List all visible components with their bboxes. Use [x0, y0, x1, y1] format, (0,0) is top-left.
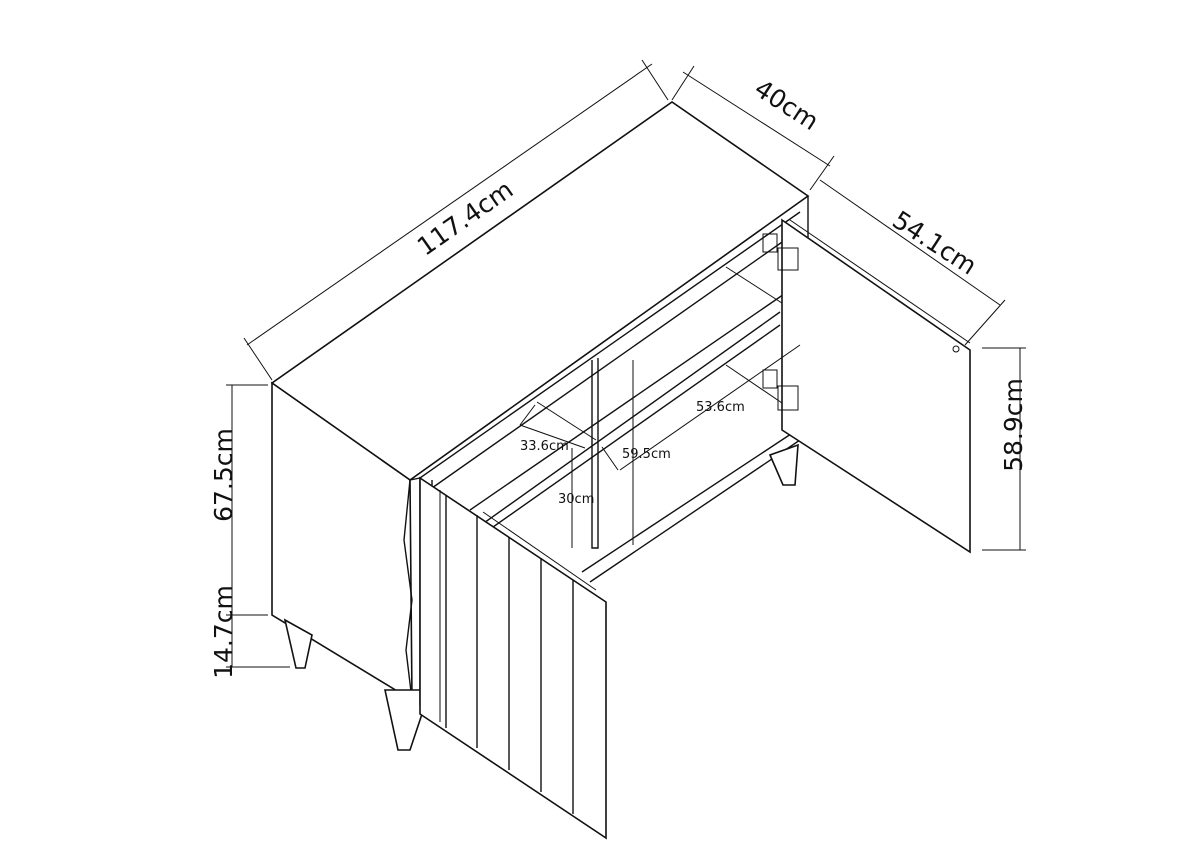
- left-side-wave-edge: [403, 479, 413, 701]
- leg-back-left: [283, 618, 313, 669]
- right-door: [781, 218, 971, 554]
- left-door: [419, 476, 607, 840]
- leg-front-left: [384, 689, 432, 751]
- leg-back-right: [768, 443, 799, 486]
- leg-height-label: 14.7cm: [209, 585, 238, 679]
- door-knob-icon: [952, 345, 960, 353]
- shelf-gap-label: 30cm: [558, 492, 594, 507]
- cabinet-top: [270, 101, 810, 481]
- door-height-label: 58.9cm: [999, 378, 1028, 472]
- dimension-lines: [226, 59, 1026, 668]
- interior-width-label: 53.6cm: [696, 400, 745, 415]
- depth-open-door-label: 54.1cm: [887, 205, 981, 280]
- body-height-label: 67.5cm: [209, 428, 238, 522]
- hinge-icon: [762, 233, 799, 411]
- shelf-depth-label: 33.6cm: [520, 439, 569, 454]
- interior-height-label: 59.5cm: [622, 447, 671, 462]
- depth-top-label: 40cm: [749, 74, 823, 136]
